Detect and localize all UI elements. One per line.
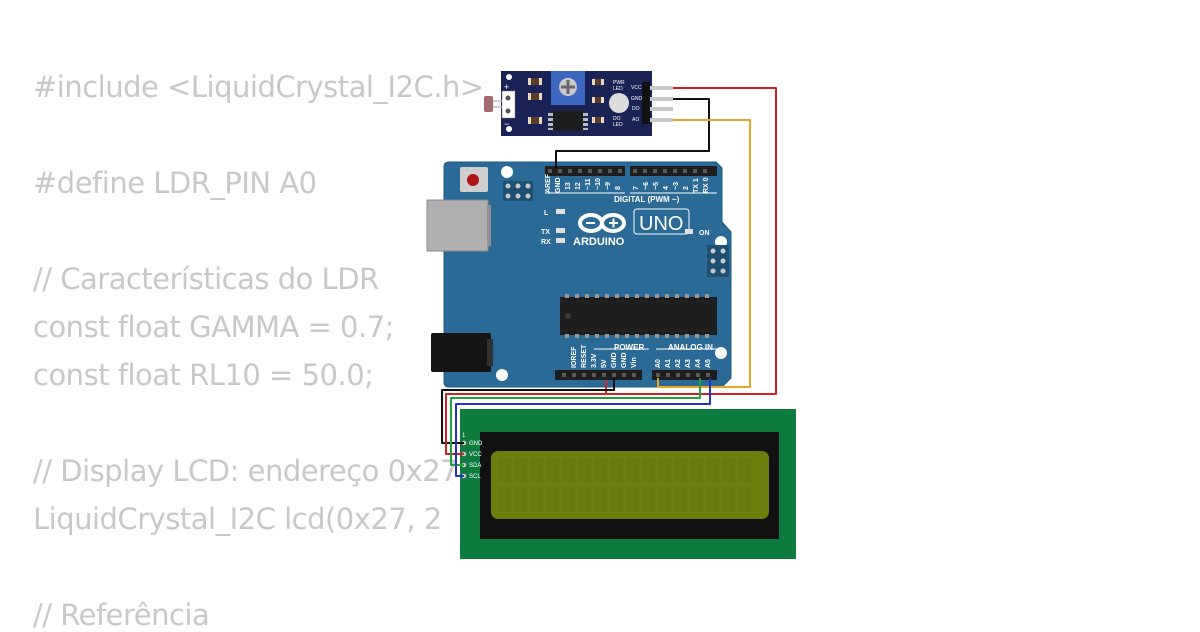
wire-ldr-ao-a0	[657, 119, 751, 388]
pin-label-4: 4	[663, 186, 670, 190]
pin-label-tx1: TX 1	[693, 178, 700, 193]
pin-label-13: 13	[565, 182, 572, 190]
smd-components	[528, 78, 604, 124]
led-l	[556, 209, 565, 214]
led-label-l: L	[544, 210, 549, 217]
on-led	[685, 229, 693, 234]
wires	[441, 87, 777, 477]
arduino-uno-board[interactable]: AREF GND 13 12 ~11 ~10 ~9 8 7 ~6 ~5 4 ~3…	[426, 161, 732, 388]
module-pin-header	[642, 82, 650, 124]
lcd-pin-sda: SDA	[469, 463, 481, 469]
pin-label-5: ~5	[653, 182, 660, 190]
code-line-rl10: const float RL10 = 50.0;	[33, 358, 374, 392]
potentiometer-icon[interactable]	[551, 71, 585, 105]
pin-label-reset: RESET	[581, 344, 588, 368]
pin-label-a4: A4	[695, 359, 702, 368]
code-line-gamma: const float GAMMA = 0.7;	[33, 310, 394, 344]
lcd-pin-gnd: GND	[469, 441, 483, 447]
ldr-minus-label: −	[504, 119, 509, 129]
icsp-header-right	[707, 245, 729, 277]
pin-label-aref: AREF	[545, 173, 552, 193]
do-led-label-2: LED	[613, 122, 623, 128]
pin-label-9: ~9	[605, 182, 612, 190]
pin-label-3: ~3	[673, 182, 680, 190]
pin-label-10: ~10	[595, 178, 602, 190]
lcd-pin-scl: SCL	[469, 474, 481, 480]
analog-header	[652, 370, 717, 380]
pin-label-a2: A2	[675, 359, 682, 368]
module-pin-do: DO	[632, 106, 640, 112]
pin-label-gnd1: GND	[611, 352, 618, 368]
mount-hole	[715, 347, 727, 359]
code-line-comment-lcd: // Display LCD: endereço 0x27	[33, 454, 459, 488]
power-section-label: POWER	[614, 343, 644, 352]
lcd-pin-vcc: VCC	[469, 452, 482, 458]
wire-lcd-scl-a5	[455, 378, 711, 477]
power-led	[609, 93, 629, 113]
do-led-label-1: DO	[613, 116, 621, 122]
module-pin-ao: AO	[632, 117, 639, 123]
pwr-led-label-2: LED	[613, 86, 623, 92]
pwr-led-label-1: PWR	[613, 80, 625, 86]
led-tx	[556, 228, 565, 233]
pin-label-rx0: RX 0	[703, 177, 710, 193]
pin-label-5v: 5V	[601, 359, 608, 368]
pin-label-2: 2	[683, 186, 690, 190]
pin-label-a3: A3	[685, 359, 692, 368]
code-line-include: #include <LiquidCrystal_I2C.h>	[33, 70, 484, 104]
pin-label-3v3: 3.3V	[591, 353, 598, 368]
digital-pwm-label: DIGITAL (PWM ~)	[614, 195, 680, 204]
module-pin-vcc: VCC	[631, 85, 642, 91]
ldr-plus-label: +	[504, 82, 509, 92]
pin-label-vin: Vin	[631, 357, 638, 368]
pin-label-ioref: IOREF	[571, 346, 578, 368]
dc-jack	[431, 333, 491, 372]
pin-label-11: ~11	[585, 178, 592, 190]
usb-connector	[426, 199, 489, 252]
comparator-chip	[548, 111, 588, 131]
pin-label-12: 12	[575, 182, 582, 190]
pin-label-a1: A1	[665, 359, 672, 368]
ldr-sensor-module[interactable]: + − PWR LE	[484, 71, 673, 136]
icsp-header-top	[503, 181, 533, 201]
pin-label-gnd: GND	[555, 177, 562, 193]
pin-label-gnd2: GND	[621, 352, 628, 368]
led-label-rx: RX	[541, 239, 551, 246]
on-label: ON	[699, 230, 710, 237]
code-line-lcd-object: LiquidCrystal_I2C lcd(0x27, 2	[33, 502, 442, 536]
module-pin-gnd: GND	[631, 96, 643, 102]
pin-label-a5: A5	[705, 359, 712, 368]
atmega-chip	[560, 294, 717, 338]
led-rx	[556, 238, 565, 243]
pin-label-8: 8	[615, 186, 622, 190]
uno-badge	[633, 208, 690, 235]
wire-lcd-gnd	[441, 378, 615, 444]
wire-ldr-gnd	[555, 98, 710, 168]
mount-hole	[501, 166, 513, 178]
led-label-tx: TX	[541, 229, 550, 236]
code-line-comment-ldr: // Características do LDR	[33, 262, 379, 296]
code-line-define: #define LDR_PIN A0	[33, 166, 317, 200]
pin-label-7: 7	[633, 186, 640, 190]
mount-hole	[496, 369, 508, 381]
pin-label-6: ~6	[643, 182, 650, 190]
lcd-pin1-marker: 1	[462, 433, 466, 439]
lcd-16x2-display[interactable]: 1 GND VCC SDA SCL	[460, 409, 796, 559]
lcd-char-cells	[498, 458, 751, 512]
pin-label-a0: A0	[655, 359, 662, 368]
arduino-logo-icon	[578, 213, 626, 233]
arduino-brand-text: ARDUINO	[573, 236, 625, 248]
digital-header-left	[545, 166, 625, 176]
ldr-photoresistor-icon	[484, 96, 493, 112]
power-header	[555, 370, 642, 380]
code-line-comment-ref: // Referência	[33, 598, 210, 632]
analog-section-label: ANALOG IN	[668, 343, 713, 352]
uno-model-text: UNO	[639, 213, 683, 235]
